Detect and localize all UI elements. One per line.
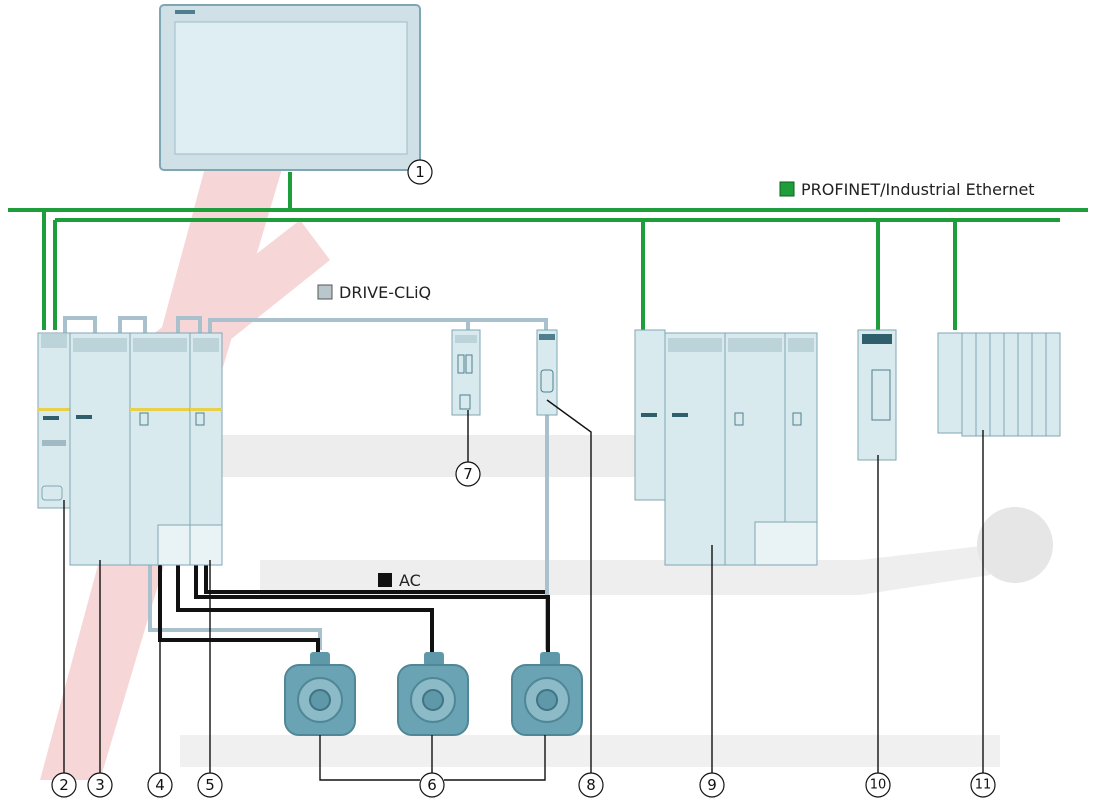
svg-text:8: 8 [586, 776, 596, 794]
callout-2: 2 [51, 772, 77, 798]
callout-5: 5 [197, 772, 223, 798]
motor-1 [284, 652, 356, 736]
callout-8: 8 [578, 772, 604, 798]
motors [284, 652, 583, 736]
module-7 [451, 329, 481, 416]
svg-text:9: 9 [707, 776, 717, 794]
legend-drive-cliq: DRIVE-CLiQ [317, 283, 431, 302]
hmi-panel [159, 4, 421, 171]
callout-3: 3 [87, 772, 113, 798]
svg-text:10: 10 [870, 778, 887, 793]
callout-7: 7 [455, 461, 481, 487]
svg-text:7: 7 [463, 465, 473, 483]
sinamics-drive-lineup [37, 332, 223, 566]
profinet-label: PROFINET/Industrial Ethernet [801, 180, 1035, 199]
legend-ac: AC [378, 571, 421, 590]
ac-label: AC [399, 571, 421, 590]
drive-cliq-swatch [317, 284, 333, 300]
ac-swatch [378, 573, 392, 587]
svg-text:3: 3 [95, 776, 105, 794]
io-station-11 [937, 332, 1061, 437]
module-8 [536, 329, 558, 416]
callout-6: 6 [419, 772, 445, 798]
callout-4: 4 [147, 772, 173, 798]
drive-cliq-label: DRIVE-CLiQ [339, 283, 431, 302]
svg-text:11: 11 [975, 778, 992, 793]
svg-text:6: 6 [427, 776, 437, 794]
svg-text:5: 5 [205, 776, 215, 794]
profinet-network [8, 172, 1088, 330]
motor-2 [397, 652, 469, 736]
drive-unit-9 [634, 329, 818, 566]
callout-10: 10 [865, 772, 891, 798]
legend-profinet: PROFINET/Industrial Ethernet [779, 180, 1035, 199]
svg-text:2: 2 [59, 776, 69, 794]
callout-11: 11 [970, 772, 996, 798]
profinet-swatch [779, 181, 795, 197]
callout-markers: 1 2 3 4 5 6 7 8 9 10 11 [51, 159, 996, 798]
controller-10 [857, 329, 897, 461]
callout-1: 1 [407, 159, 433, 185]
motor-3 [511, 652, 583, 736]
svg-text:1: 1 [415, 163, 425, 181]
callout-9: 9 [699, 772, 725, 798]
svg-text:4: 4 [155, 776, 165, 794]
callout-leaders [63, 399, 984, 781]
